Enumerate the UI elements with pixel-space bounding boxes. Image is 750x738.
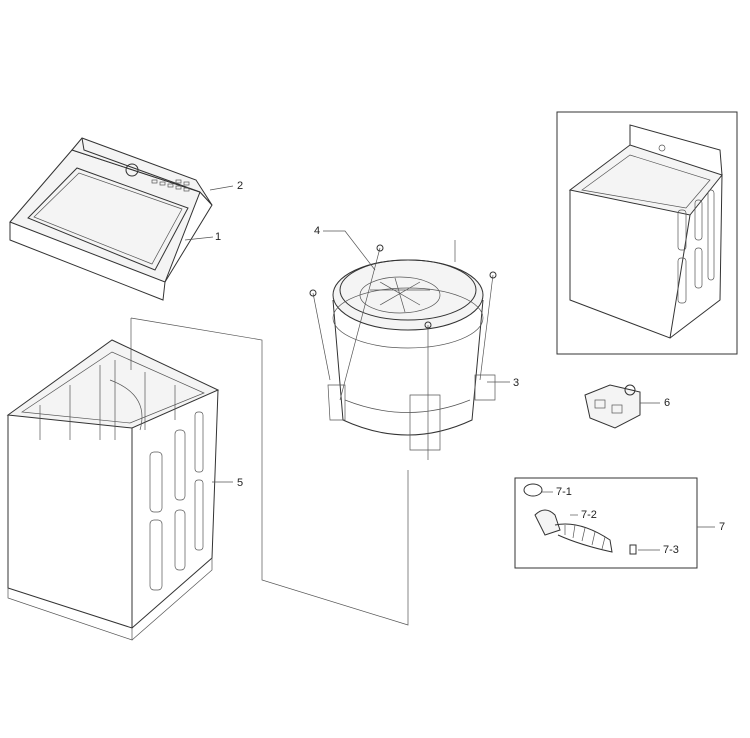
callout-1: 1 bbox=[214, 231, 223, 243]
callout-5: 5 bbox=[236, 477, 245, 489]
drain-hose-kit bbox=[514, 477, 698, 569]
cabinet bbox=[6, 339, 220, 641]
callout-7: 7 bbox=[718, 521, 727, 533]
connector-line bbox=[130, 317, 409, 626]
lid-assembly bbox=[9, 137, 213, 301]
callout-6: 6 bbox=[663, 397, 672, 409]
callout-4: 4 bbox=[313, 225, 322, 237]
valve-part bbox=[584, 384, 641, 429]
callout-3: 3 bbox=[512, 377, 521, 389]
callout-7-1: 7-1 bbox=[555, 486, 573, 498]
callout-7-2: 7-2 bbox=[580, 509, 598, 521]
tub-assembly bbox=[309, 240, 497, 460]
callout-2: 2 bbox=[236, 180, 245, 192]
assembled-washer-inset bbox=[556, 111, 738, 355]
leader-lines bbox=[184, 185, 715, 551]
callout-7-3: 7-3 bbox=[662, 544, 680, 556]
